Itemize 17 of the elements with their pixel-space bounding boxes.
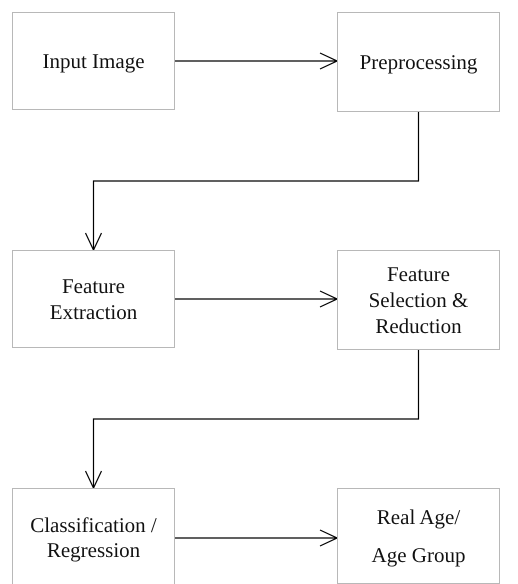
process-box: [337, 250, 500, 350]
arrow: [175, 290, 338, 308]
box-label: Real Age/ Age Group: [370, 504, 466, 569]
arrow: [84, 350, 420, 489]
box-label: Classification / Regression: [29, 513, 158, 563]
process-box: [12, 250, 175, 348]
box-label: Input Image: [42, 49, 145, 73]
arrow: [175, 529, 338, 547]
arrow: [175, 52, 338, 70]
box-label: Feature Selection & Reduction: [368, 261, 470, 339]
process-box: [337, 12, 500, 112]
box-label: Preprocessing: [360, 50, 478, 74]
box-label: Feature Extraction: [48, 273, 138, 325]
process-box: [12, 12, 175, 110]
process-box: [337, 488, 500, 584]
arrow: [84, 112, 420, 251]
process-box: [12, 488, 175, 584]
